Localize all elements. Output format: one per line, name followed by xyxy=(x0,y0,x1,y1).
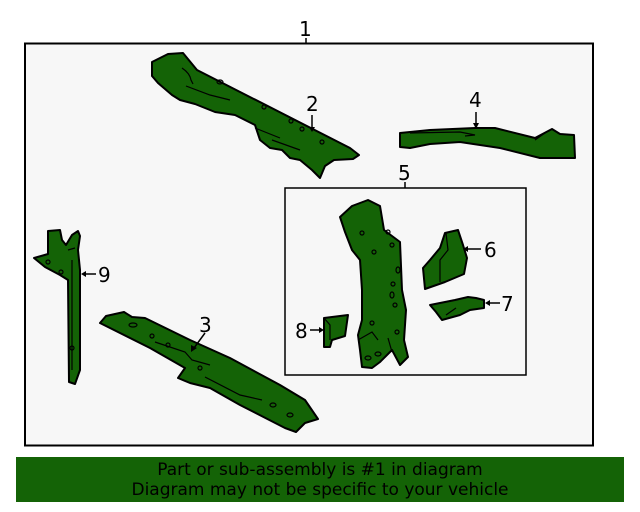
callout-1: 1 xyxy=(299,17,312,41)
callout-6: 6 xyxy=(484,238,497,262)
callout-3: 3 xyxy=(199,313,212,337)
part-7-brace[interactable] xyxy=(429,296,485,321)
part-4-side-rail[interactable] xyxy=(399,127,576,159)
part-3-lower-support[interactable] xyxy=(99,311,319,433)
banner-line-2: Diagram may not be specific to your vehi… xyxy=(131,480,509,500)
callout-7: 7 xyxy=(501,292,514,316)
callout-2: 2 xyxy=(306,92,319,116)
callout-9: 9 xyxy=(98,263,111,287)
part-6-bracket[interactable] xyxy=(422,229,468,290)
info-banner: Part or sub-assembly is #1 in diagram Di… xyxy=(16,457,624,502)
banner-line-1: Part or sub-assembly is #1 in diagram xyxy=(157,460,483,480)
callout-4: 4 xyxy=(469,88,482,112)
callout-8: 8 xyxy=(295,319,308,343)
part-5-radiator-support-bracket[interactable] xyxy=(339,199,409,369)
callout-5: 5 xyxy=(398,161,411,185)
part-8-small-bracket[interactable] xyxy=(323,314,349,348)
part-9-vertical-support[interactable] xyxy=(33,229,81,385)
part-2-upper-support[interactable] xyxy=(151,52,360,179)
